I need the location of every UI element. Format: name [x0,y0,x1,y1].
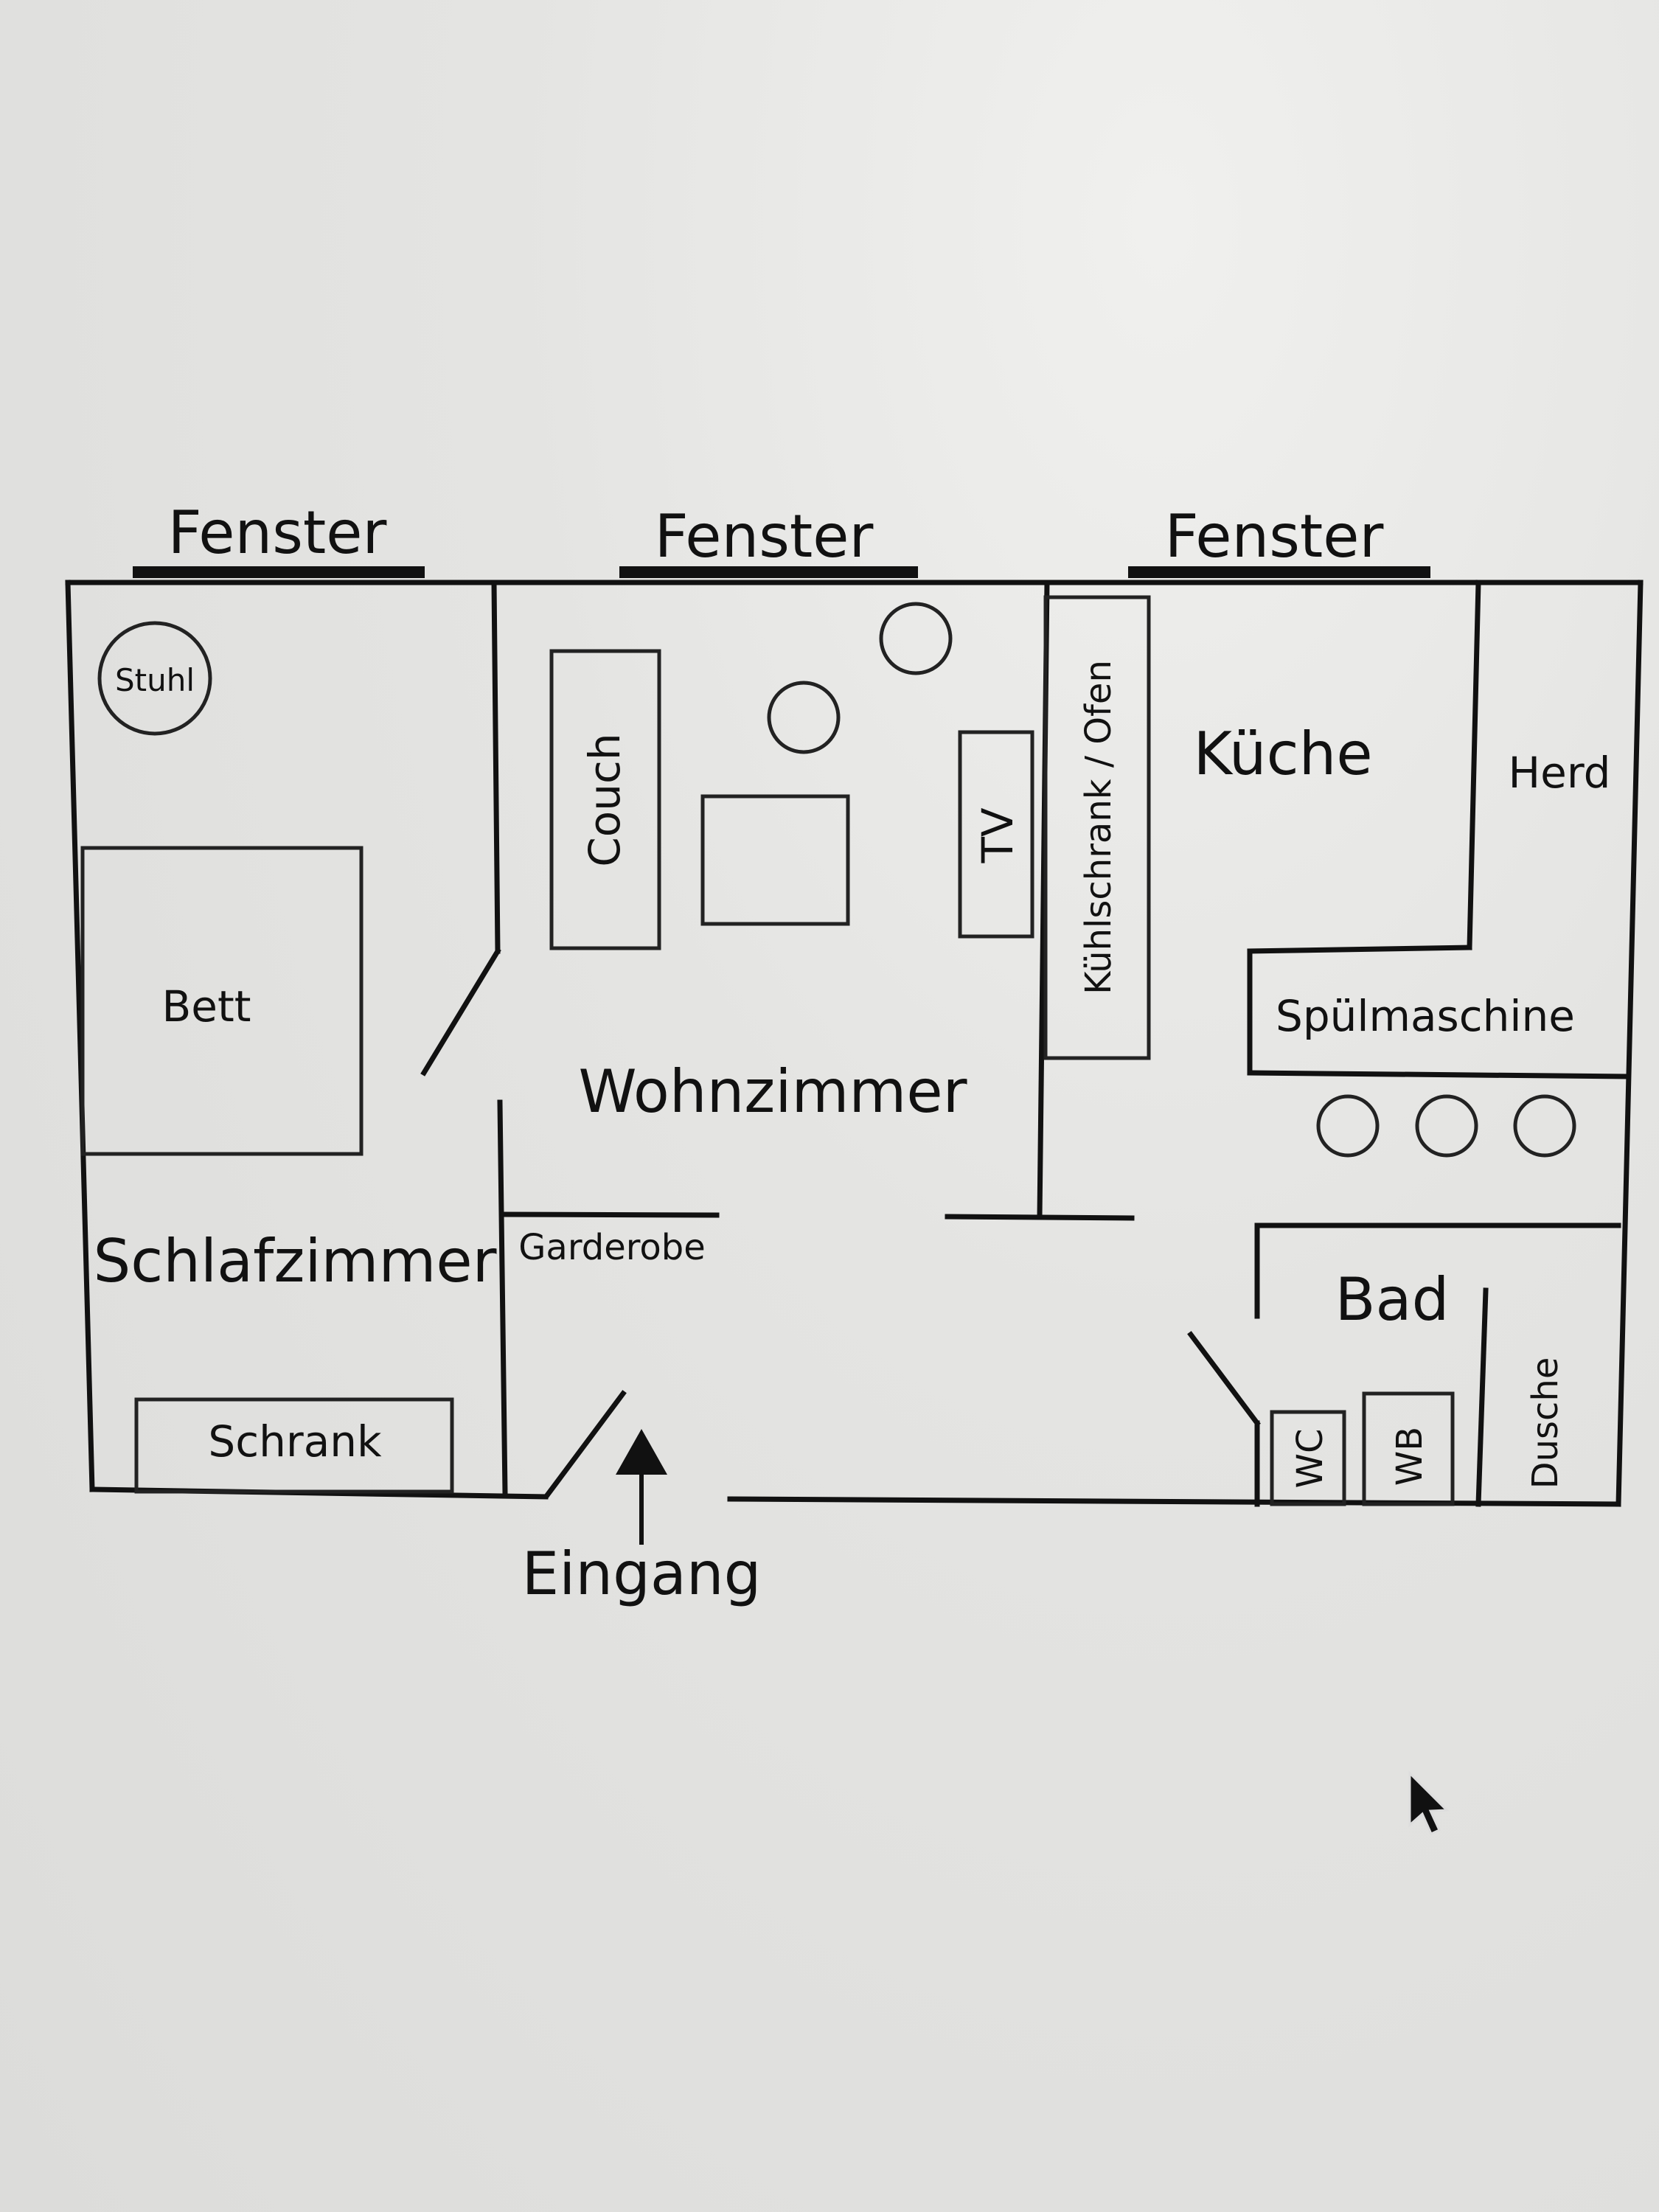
dishwasher-label: Spülmaschine [1276,991,1575,1041]
chair-icon [1415,1094,1478,1158]
wardrobe-label: Schrank [208,1416,382,1467]
chair-icon [1316,1094,1380,1158]
window-label-right: Fenster [1165,502,1384,571]
entrance-label: Eingang [522,1540,762,1608]
chair-label: Stuhl [115,662,195,698]
entrance-door [543,1390,627,1499]
toilet-label: WC [1290,1429,1331,1489]
coat-rack-label: Garderobe [518,1227,706,1268]
shower-label: Dusche [1525,1357,1566,1489]
stove-label: Herd [1509,748,1611,798]
couch-label: Couch [580,733,630,866]
washbasin [1362,1391,1455,1506]
bed-label: Bett [162,981,251,1032]
room-label-living: Wohnzimmer [579,1057,967,1126]
tv-stand [958,730,1034,939]
toilet [1270,1410,1346,1506]
window-label-left: Fenster [168,498,387,567]
bathroom-walls [1187,1222,1621,1507]
stool-icon [767,681,841,754]
tv-label: TV [973,807,1023,863]
outer-walls [65,580,1644,1507]
mouse-pointer-icon [1408,1770,1450,1835]
bedroom-wall [420,580,508,1496]
chair-icon [1513,1094,1576,1158]
coat-rack-shelf [500,1211,720,1218]
coffee-table [700,794,850,926]
fridge-oven-label: Kühlschrank / Ofen [1078,660,1119,995]
window-label-middle: Fenster [655,502,874,571]
fridge-oven [1043,595,1151,1060]
wardrobe [134,1397,454,1494]
room-label-bedroom: Schlafzimmer [93,1227,496,1295]
entrance-arrow-icon [616,1429,667,1545]
washbasin-label: WB [1389,1427,1430,1486]
stove-block [1247,580,1629,1079]
couch [549,649,661,950]
bed [80,846,364,1156]
room-label-bath: Bad [1335,1265,1450,1334]
chair-icon [97,621,212,736]
stool-icon [879,602,953,675]
room-label-kitchen: Küche [1193,720,1372,788]
